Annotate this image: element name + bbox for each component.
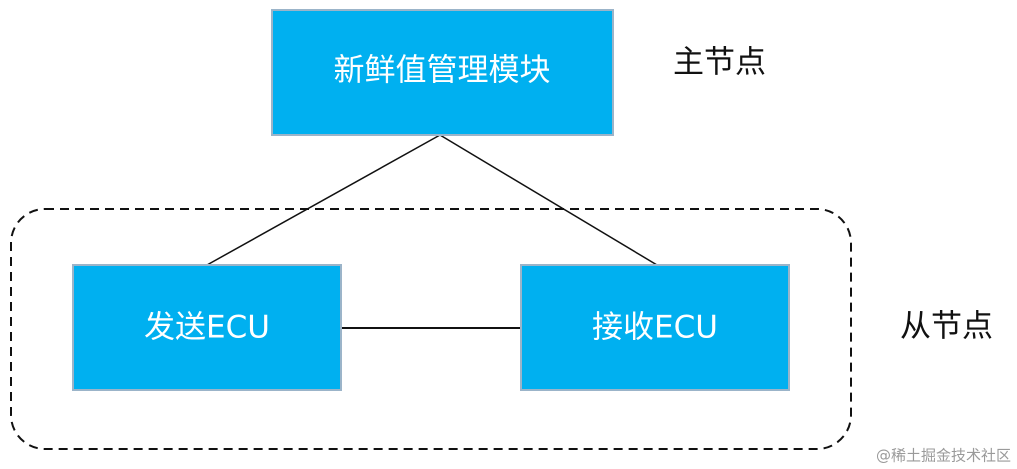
master-node: 新鲜值管理模块 bbox=[271, 9, 614, 136]
receiver-ecu-node: 接收ECU bbox=[520, 264, 790, 391]
master-node-label: 新鲜值管理模块 bbox=[334, 53, 551, 89]
connector-master-to-receiver bbox=[439, 134, 658, 266]
master-node-side-label: 主节点 bbox=[673, 45, 766, 81]
receiver-ecu-box bbox=[520, 264, 790, 391]
sender-ecu-node: 发送ECU bbox=[72, 264, 342, 391]
slave-node-side-label: 从节点 bbox=[900, 309, 993, 345]
master-node-box bbox=[271, 9, 614, 136]
watermark-text: @稀土掘金技术社区 bbox=[876, 447, 1011, 465]
sender-ecu-box bbox=[72, 264, 342, 391]
sender-ecu-label: 发送ECU bbox=[144, 310, 270, 346]
receiver-ecu-label: 接收ECU bbox=[592, 310, 718, 346]
connector-master-to-sender bbox=[206, 134, 441, 266]
